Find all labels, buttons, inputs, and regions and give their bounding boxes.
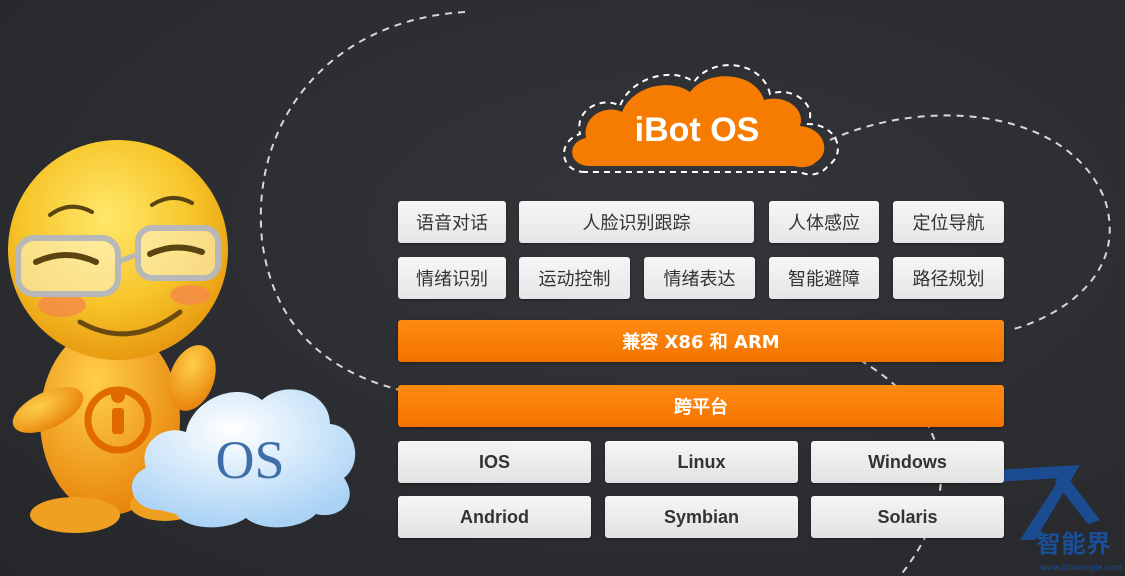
- platform-solaris: Solaris: [811, 496, 1004, 538]
- feature-obstacle-avoidance: 智能避障: [769, 257, 879, 299]
- platform-android: Andriod: [398, 496, 591, 538]
- orbit-dashed-arc: [259, 11, 466, 391]
- platform-ios: IOS: [398, 441, 591, 483]
- feature-positioning-navigation: 定位导航: [893, 201, 1004, 243]
- watermark-logo: [995, 465, 1100, 540]
- feature-emotion-expression: 情绪表达: [644, 257, 755, 299]
- os-cloud-shape: [131, 389, 356, 528]
- orbit-dashed-arc-right: [829, 114, 1111, 331]
- os-title: iBot OS: [634, 111, 760, 149]
- cross-platform-bar: 跨平台: [398, 385, 1004, 427]
- platform-symbian: Symbian: [605, 496, 798, 538]
- feature-body-sensing: 人体感应: [769, 201, 879, 243]
- feature-path-planning: 路径规划: [893, 257, 1004, 299]
- feature-face-recognition-tracking: 人脸识别跟踪: [519, 201, 754, 243]
- title-cloud: [562, 64, 839, 176]
- feature-motion-control: 运动控制: [519, 257, 630, 299]
- platform-linux: Linux: [605, 441, 798, 483]
- watermark-brand: 智能界: [1036, 530, 1112, 558]
- platform-windows: Windows: [811, 441, 1004, 483]
- watermark-url: www.zhinengjie.com: [1040, 563, 1123, 572]
- feature-emotion-recognition: 情绪识别: [398, 257, 506, 299]
- glasses-icon: [15, 225, 221, 297]
- mascot-cloud-label: OS: [215, 430, 285, 490]
- mascot: [8, 140, 356, 533]
- feature-voice-dialogue: 语音对话: [398, 201, 506, 243]
- compat-layer-bar: 兼容 X86 和 ARM: [398, 320, 1004, 362]
